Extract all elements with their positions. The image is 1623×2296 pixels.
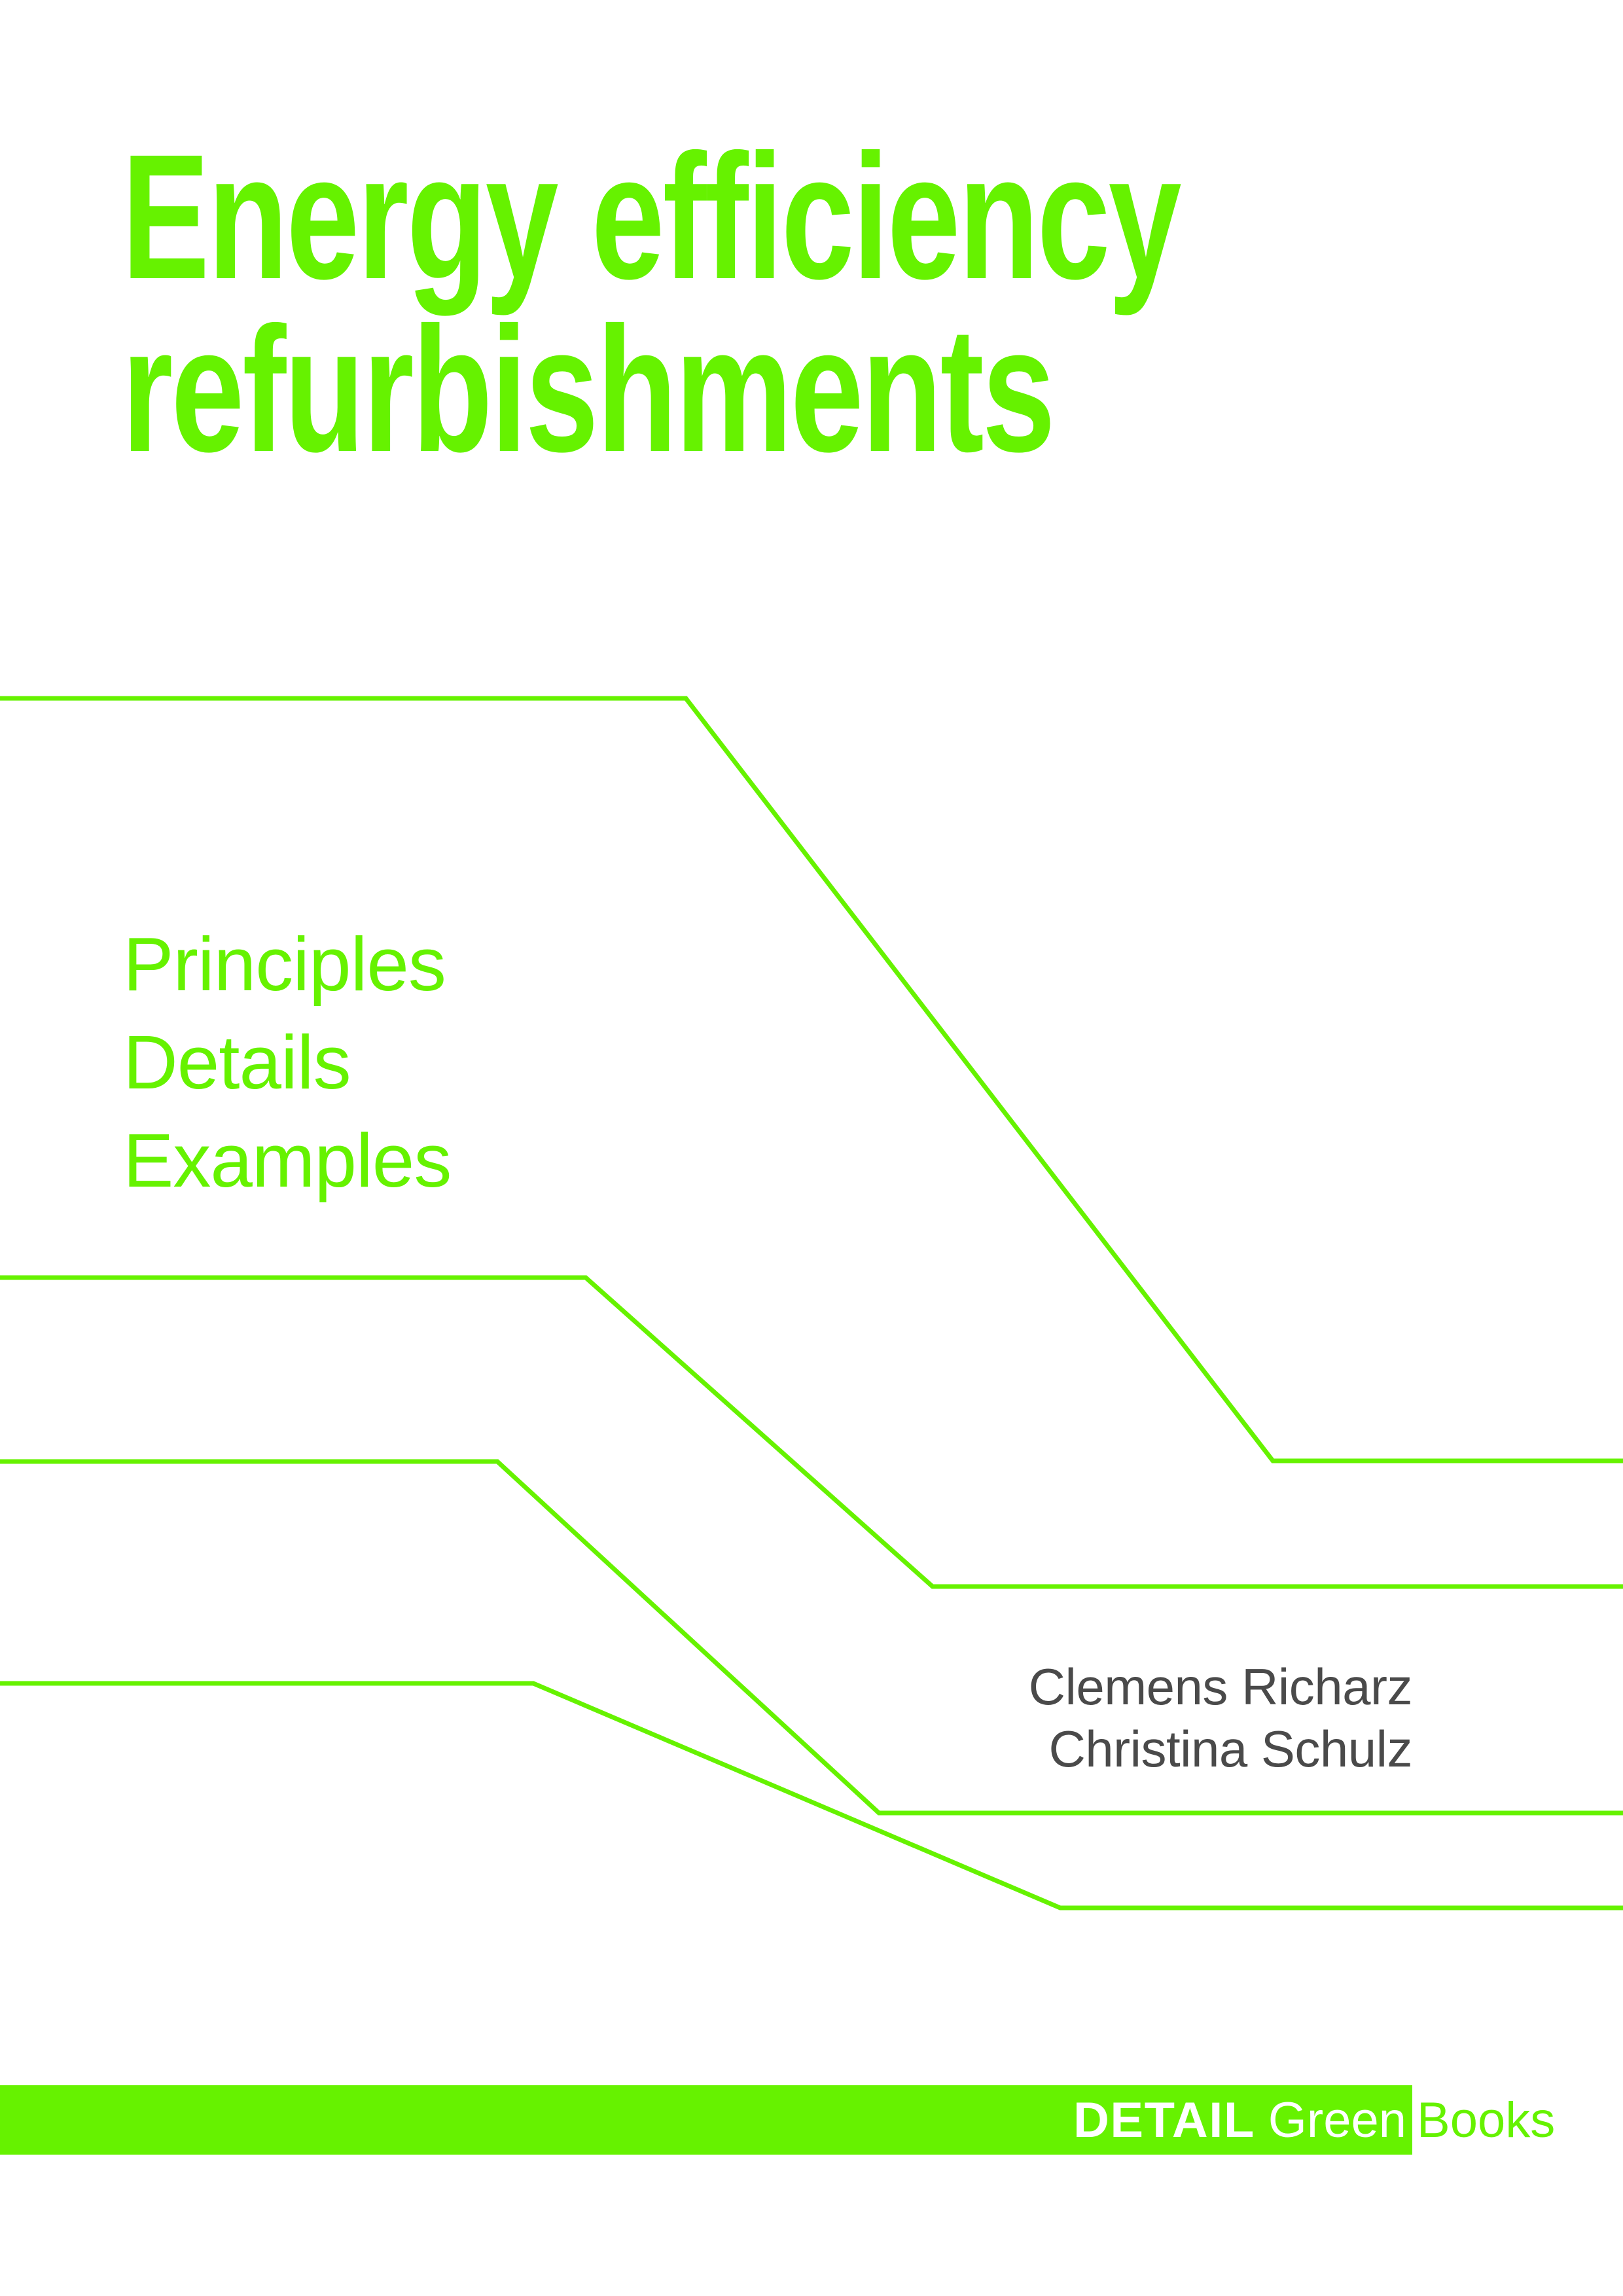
title-line-1: Energy efficiency [122, 117, 1181, 316]
publisher-bar [0, 2085, 1412, 2155]
book-authors: Clemens Richarz Christina Schulz [1028, 1656, 1413, 1780]
subtitle-line-details: Details [123, 1020, 351, 1105]
publisher-kind-books: Books [1417, 2092, 1556, 2148]
subtitle-line-principles: Principles [123, 922, 446, 1007]
publisher-series-green: Green [1268, 2092, 1407, 2148]
stepped-line-2 [0, 1275, 1623, 1589]
book-subtitle: Principles Details Examples [123, 915, 452, 1210]
book-title: Energy efficiency refurbishments [122, 117, 1561, 489]
publisher-logo: DETAIL Green Books [1073, 2085, 1555, 2155]
author-name-1: Clemens Richarz [1028, 1658, 1413, 1715]
subtitle-line-examples: Examples [123, 1118, 452, 1204]
author-name-2: Christina Schulz [1048, 1720, 1412, 1778]
title-line-2: refurbishments [122, 289, 1056, 489]
publisher-brand-detail: DETAIL [1073, 2092, 1255, 2148]
